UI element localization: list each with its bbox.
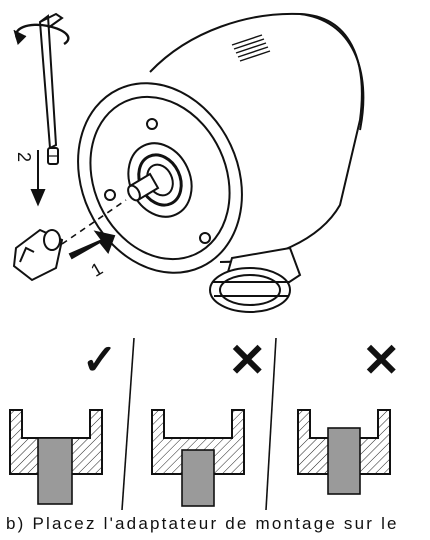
shaft-section <box>327 427 361 495</box>
cross-mark-icon: ✕ <box>228 334 267 386</box>
panel-too-deep <box>151 409 245 507</box>
shaft-section <box>37 437 73 505</box>
knurled-grip <box>231 34 271 62</box>
shaft-section <box>181 449 215 507</box>
coupling-part <box>12 228 64 282</box>
panel-correct <box>9 409 103 505</box>
front-flange <box>77 82 243 274</box>
encoder-shaft <box>127 172 160 202</box>
rotate-arrow <box>15 23 70 46</box>
panel-too-shallow <box>297 409 391 495</box>
step-2-label: 2 <box>14 152 34 162</box>
encoder-illustration <box>77 12 365 313</box>
step-2-indicator: 2 <box>14 147 59 207</box>
step-1-label: 1 <box>88 258 107 280</box>
panel-divider <box>265 337 277 511</box>
check-mark-icon: ✓ <box>82 336 117 383</box>
flange-hole <box>199 232 211 244</box>
flange-hole <box>146 118 158 130</box>
flange-hole <box>104 189 116 201</box>
step-1-indicator: 1 <box>68 230 116 281</box>
instruction-caption: b) Placez l'adaptateur de montage sur le <box>6 514 399 533</box>
panel-divider <box>121 337 135 511</box>
hex-key <box>13 12 70 150</box>
fit-panels: ✓ ✕ ✕ <box>9 334 401 511</box>
cross-mark-icon: ✕ <box>362 334 401 386</box>
alignment-line <box>61 199 127 245</box>
encoder-connector <box>209 246 302 313</box>
